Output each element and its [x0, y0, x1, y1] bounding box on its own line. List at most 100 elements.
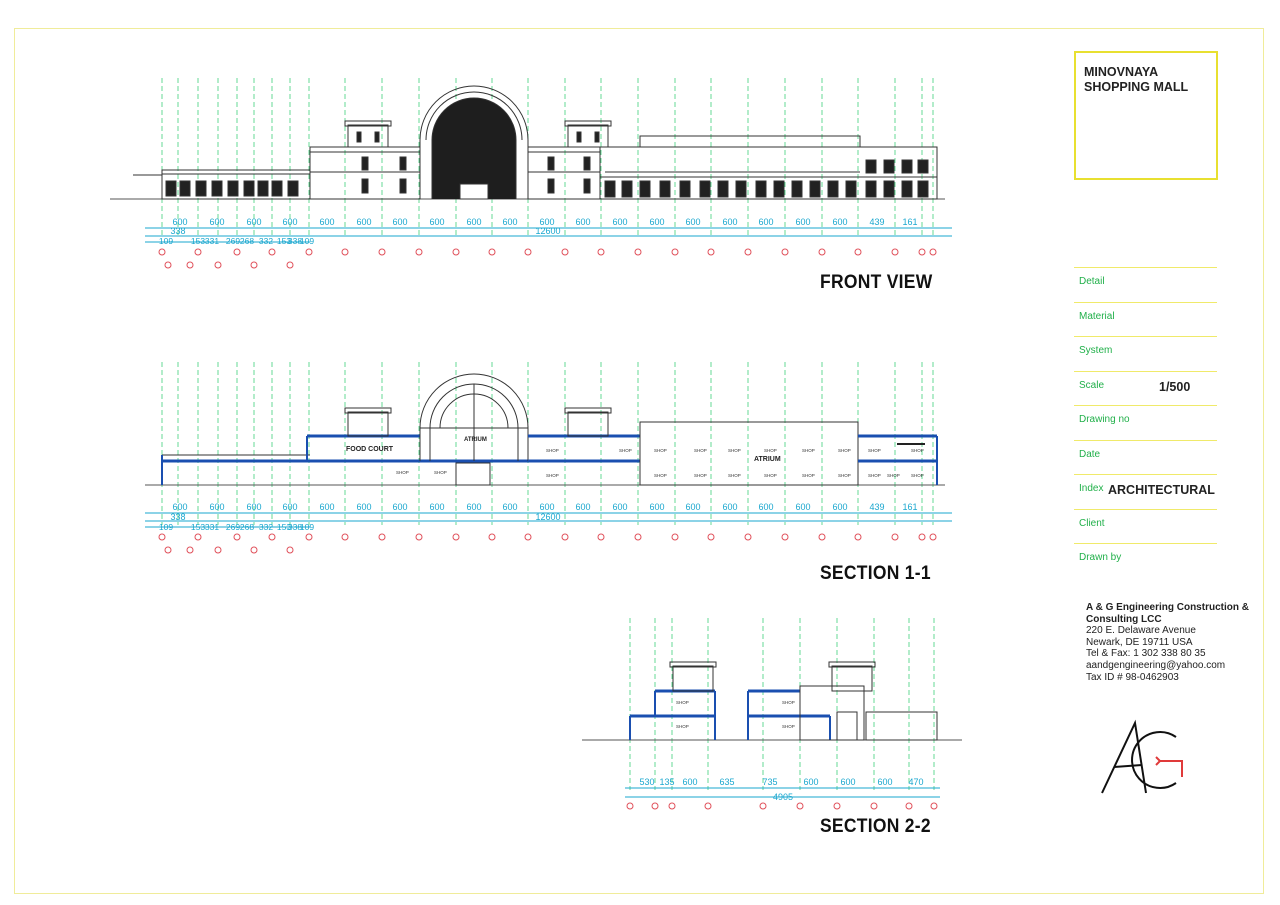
dimension-label: 338 [170, 512, 186, 522]
grid-marker [918, 248, 926, 256]
dimension-label: 109 [158, 236, 174, 246]
room-label-shop: SHOP [654, 448, 667, 453]
grid-marker [759, 802, 767, 810]
dimension-label: 12600 [535, 512, 561, 522]
grid-marker [158, 248, 166, 256]
grid-marker [668, 802, 676, 810]
field-label: Index [1079, 483, 1104, 494]
field-label: Client [1079, 517, 1105, 529]
grid-marker [597, 248, 605, 256]
grid-marker [194, 248, 202, 256]
dimension-label: 338 [287, 522, 303, 532]
grid-marker [781, 533, 789, 541]
dimension-label: 268 [239, 522, 255, 532]
dimension-label: 439 [869, 502, 885, 512]
grid-marker [452, 248, 460, 256]
dimension-label: 268 [239, 236, 255, 246]
room-label-shop: SHOP [728, 448, 741, 453]
dimension-label: 600 [392, 502, 408, 512]
grid-marker [929, 533, 937, 541]
section-1-1-grid-lines [161, 362, 934, 525]
dimension-label: 600 [758, 217, 774, 227]
grid-marker [561, 248, 569, 256]
field-label: System [1079, 345, 1113, 356]
grid-marker [250, 261, 258, 269]
dimension-label: 635 [719, 777, 735, 787]
grid-marker [707, 248, 715, 256]
company-tax: Tax ID # 98-0462903 [1086, 671, 1179, 683]
dimension-label: 600 [502, 502, 518, 512]
title-block-field: Date [1074, 439, 1217, 474]
room-label-shop: SHOP [728, 473, 741, 478]
title-block-field: Detail [1074, 267, 1217, 301]
project-title-line1: MINOVNAYA [1084, 65, 1159, 79]
dimension-label: 331 [204, 522, 220, 532]
dimension-label: 600 [840, 777, 856, 787]
grid-marker [378, 533, 386, 541]
grid-marker [194, 533, 202, 541]
dimension-label: 109 [299, 522, 315, 532]
project-title-line2: SHOPPING MALL [1084, 80, 1189, 94]
grid-marker [488, 533, 496, 541]
room-label-shop: SHOP [911, 448, 924, 453]
dimension-label: 331 [204, 236, 220, 246]
section-2-2-title: SECTION 2-2 [820, 816, 931, 837]
room-label-food-court: FOOD COURT [346, 446, 394, 453]
grid-marker [415, 248, 423, 256]
grid-marker [305, 533, 313, 541]
dimension-label: 600 [246, 217, 262, 227]
grid-marker [929, 248, 937, 256]
grid-marker [671, 248, 679, 256]
field-label: Material [1079, 310, 1115, 322]
dimension-label: 12600 [535, 226, 561, 236]
grid-marker [854, 533, 862, 541]
dimension-label: 600 [209, 217, 225, 227]
dimension-label: 600 [502, 217, 518, 227]
room-label-shop: SHOP [782, 724, 795, 729]
dimension-label: 735 [762, 777, 778, 787]
title-block-field: Drawing no [1074, 405, 1217, 439]
grid-marker [268, 533, 276, 541]
dimension-label: 269 [225, 236, 241, 246]
dimension-label: 530 [639, 777, 655, 787]
dimension-label: 600 [539, 502, 555, 512]
dimension-label: 600 [575, 502, 591, 512]
dimension-label: 600 [682, 777, 698, 787]
grid-marker [905, 802, 913, 810]
dimension-label: 600 [612, 502, 628, 512]
room-label-shop: SHOP [911, 473, 924, 478]
grid-marker [164, 546, 172, 554]
room-label-shop: SHOP [764, 473, 777, 478]
dimension-label: 600 [722, 502, 738, 512]
dimension-label: 153 [276, 522, 292, 532]
dimension-label: 269 [225, 522, 241, 532]
dimension-label: 600 [246, 502, 262, 512]
company-name-line2: Consulting LCC [1086, 613, 1162, 625]
room-label-shop: SHOP [838, 473, 851, 478]
dimension-label: 600 [575, 217, 591, 227]
front-view-title: FRONT VIEW [820, 272, 933, 293]
field-value: ARCHITECTURAL [1108, 483, 1215, 497]
grid-marker [930, 802, 938, 810]
dimension-label: 4905 [772, 792, 794, 802]
grid-marker [781, 248, 789, 256]
grid-marker [634, 248, 642, 256]
grid-marker [891, 533, 899, 541]
room-label-shop: SHOP [694, 473, 707, 478]
dimension-label: 600 [685, 217, 701, 227]
room-label-shop: SHOP [802, 448, 815, 453]
dimension-label: 600 [466, 217, 482, 227]
room-label-shop: SHOP [546, 473, 559, 478]
company-email: aandgengineering@yahoo.com [1086, 659, 1226, 671]
dimension-label: 600 [649, 502, 665, 512]
dimension-label: 600 [685, 502, 701, 512]
grid-marker [186, 546, 194, 554]
grid-marker [158, 533, 166, 541]
dimension-label: 600 [319, 502, 335, 512]
company-phone: Tel & Fax: 1 302 338 80 35 [1086, 648, 1206, 660]
room-label-shop: SHOP [782, 700, 795, 705]
dimension-label: 600 [722, 217, 738, 227]
dimension-label: 600 [803, 777, 819, 787]
grid-marker [833, 802, 841, 810]
